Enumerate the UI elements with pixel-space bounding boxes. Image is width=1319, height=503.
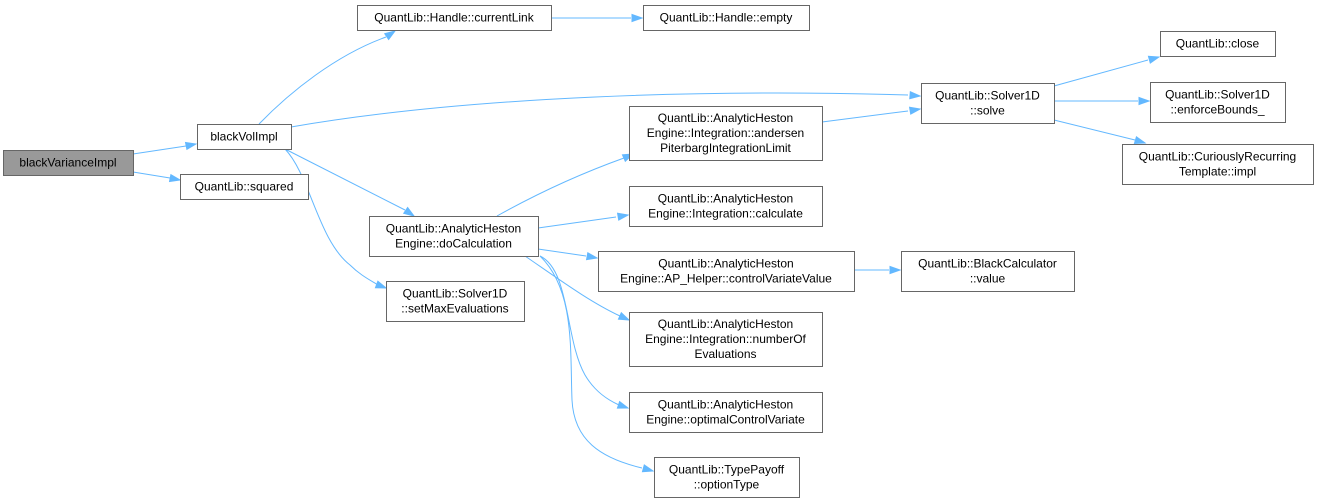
node-label-line: blackVolImpl	[210, 130, 277, 144]
node-label-line: QuantLib::Solver1D	[1165, 88, 1270, 102]
edge-solver1d-solve-to-crtp-impl	[1053, 119, 1147, 145]
edge-black-variance-impl-to-black-vol-impl	[132, 141, 198, 155]
node-do-calculation[interactable]: QuantLib::AnalyticHestonEngine::doCalcul…	[369, 216, 539, 257]
node-label-line: QuantLib::AnalyticHeston	[658, 317, 793, 331]
node-label-line: QuantLib::squared	[195, 180, 294, 194]
node-label-line: Engine::doCalculation	[395, 237, 512, 251]
node-set-max-evaluations[interactable]: QuantLib::Solver1D::setMaxEvaluations	[386, 281, 525, 322]
node-integration-calculate[interactable]: QuantLib::AnalyticHestonEngine::Integrat…	[629, 186, 823, 227]
node-handle-current-link[interactable]: QuantLib::Handle::currentLink	[357, 5, 552, 31]
node-label-line: Engine::AP_Helper::controlVariateValue	[620, 272, 832, 286]
node-close[interactable]: QuantLib::close	[1160, 31, 1276, 57]
node-label-line: QuantLib::AnalyticHeston	[658, 111, 793, 125]
edge-do-calculation-to-andersen-limit	[496, 153, 635, 217]
node-label-line: Evaluations	[694, 347, 756, 361]
edge-control-variate-value-to-black-calculator-value	[854, 265, 902, 275]
edge-black-vol-impl-to-solver1d-solve	[290, 90, 922, 128]
node-label-line: QuantLib::AnalyticHeston	[658, 257, 793, 271]
node-crtp-impl[interactable]: QuantLib::CuriouslyRecurringTemplate::im…	[1122, 144, 1314, 185]
node-black-variance-impl[interactable]: blackVarianceImpl	[3, 150, 134, 176]
node-label-line: blackVarianceImpl	[19, 156, 116, 170]
node-black-calculator-value[interactable]: QuantLib::BlackCalculator::value	[901, 251, 1075, 292]
node-number-of-evaluations[interactable]: QuantLib::AnalyticHestonEngine::Integrat…	[629, 312, 823, 367]
node-label-line: QuantLib::AnalyticHeston	[658, 192, 793, 206]
edge-do-calculation-to-integration-calculate	[537, 212, 630, 229]
node-solver1d-solve[interactable]: QuantLib::Solver1D::solve	[921, 83, 1055, 124]
node-label-line: QuantLib::AnalyticHeston	[386, 222, 521, 236]
edge-do-calculation-to-option-type	[539, 255, 655, 473]
node-handle-empty[interactable]: QuantLib::Handle::empty	[643, 5, 810, 31]
node-label-line: ::setMaxEvaluations	[401, 302, 508, 316]
call-graph-nodes: blackVarianceImpl blackVolImplQuantLib::s…	[3, 5, 1314, 498]
node-label-line: Engine::Integration::andersen	[647, 126, 804, 140]
node-label-line: QuantLib::AnalyticHeston	[658, 398, 793, 412]
edge-do-calculation-to-control-variate-value	[537, 248, 599, 261]
edge-do-calculation-to-optimal-control-variate	[539, 255, 630, 409]
node-label-line: Engine::Integration::calculate	[648, 207, 803, 221]
node-optimal-control-variate[interactable]: QuantLib::AnalyticHestonEngine::optimalC…	[629, 392, 823, 433]
node-label-line: QuantLib::Handle::empty	[660, 11, 793, 25]
node-andersen-limit[interactable]: QuantLib::AnalyticHestonEngine::Integrat…	[629, 106, 823, 161]
node-black-vol-impl[interactable]: blackVolImpl	[197, 124, 292, 150]
node-label-line: ::optionType	[694, 478, 760, 492]
node-enforce-bounds[interactable]: QuantLib::Solver1D::enforceBounds_	[1150, 82, 1286, 123]
node-label-line: QuantLib::Solver1D	[935, 89, 1040, 103]
node-label-line: QuantLib::BlackCalculator	[918, 257, 1057, 271]
node-label-line: QuantLib::Solver1D	[403, 287, 508, 301]
edge-handle-current-link-to-handle-empty	[551, 13, 644, 23]
node-squared[interactable]: QuantLib::squared	[180, 174, 309, 200]
node-label-line: ::enforceBounds_	[1170, 103, 1264, 117]
node-label-line: PiterbargIntegrationLimit	[660, 141, 791, 155]
node-label-line: QuantLib::Handle::currentLink	[374, 11, 534, 25]
node-label-line: QuantLib::TypePayoff	[669, 463, 785, 477]
node-option-type[interactable]: QuantLib::TypePayoff::optionType	[654, 457, 800, 498]
node-label-line: Engine::optimalControlVariate	[646, 413, 805, 427]
edge-solver1d-solve-to-enforce-bounds	[1054, 96, 1151, 106]
edge-do-calculation-to-number-of-evaluations	[524, 255, 631, 321]
node-label-line: ::value	[970, 272, 1006, 286]
node-label-line: Engine::Integration::numberOf	[645, 332, 806, 346]
node-label-line: QuantLib::CuriouslyRecurring	[1139, 150, 1296, 164]
edge-andersen-limit-to-solver1d-solve	[821, 106, 922, 123]
node-label-line: QuantLib::close	[1176, 37, 1260, 51]
edge-black-variance-impl-to-squared	[132, 171, 182, 183]
edge-black-vol-impl-to-do-calculation	[284, 148, 416, 217]
node-label-line: Template::impl	[1179, 165, 1256, 179]
edge-black-vol-impl-to-handle-current-link	[258, 30, 397, 125]
edge-solver1d-solve-to-close	[1053, 55, 1161, 87]
node-label-line: ::solve	[970, 104, 1005, 118]
node-control-variate-value[interactable]: QuantLib::AnalyticHestonEngine::AP_Helpe…	[598, 251, 855, 292]
